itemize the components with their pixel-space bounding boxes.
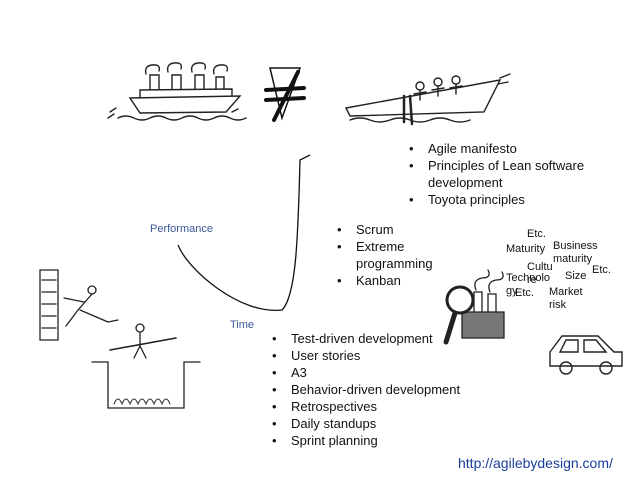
- factor-etc-1: Etc.: [527, 228, 546, 240]
- website-link[interactable]: http://agilebydesign.com/: [458, 455, 613, 471]
- car-icon: [549, 335, 623, 375]
- tightrope-walker-icon: [91, 323, 201, 409]
- list-item: Kanban: [333, 272, 453, 289]
- factor-culture: Cultu re: [527, 261, 553, 286]
- factor-business-maturity: Business maturity: [553, 240, 598, 265]
- list-item: Extreme programming: [333, 238, 453, 272]
- performance-curve: [177, 154, 311, 311]
- steamship-icon: [107, 62, 247, 121]
- list-item: Test-driven development: [268, 330, 498, 347]
- list-item: Behavior-driven development: [268, 381, 498, 398]
- time-label: Time: [230, 319, 255, 331]
- list-item: Sprint planning: [268, 432, 498, 449]
- factor-technology: Technolo gy: [506, 272, 551, 297]
- list-item: Agile manifesto: [405, 140, 605, 157]
- performance-label: Performance: [150, 223, 213, 235]
- factor-size: Size: [565, 270, 587, 282]
- factor-etc-3: Etc.: [515, 287, 534, 299]
- factor-etc-2: Etc.: [592, 264, 611, 276]
- principles-list: Agile manifesto Principles of Lean softw…: [405, 140, 605, 208]
- list-item: Toyota principles: [405, 191, 605, 208]
- factor-maturity: Maturity: [506, 243, 546, 255]
- pushing-person-icon: [39, 269, 119, 341]
- list-item: Daily standups: [268, 415, 498, 432]
- frameworks-list: Scrum Extreme programming Kanban: [333, 221, 453, 289]
- speedboat-icon: [344, 73, 511, 126]
- list-item: User stories: [268, 347, 498, 364]
- list-item: Principles of Lean software development: [405, 157, 605, 191]
- practices-list: Test-driven development User stories A3 …: [268, 330, 498, 449]
- factor-market-risk: Market risk: [549, 286, 583, 311]
- list-item: Scrum: [333, 221, 453, 238]
- not-equal-icon: [264, 67, 306, 122]
- list-item: A3: [268, 364, 498, 381]
- list-item: Retrospectives: [268, 398, 498, 415]
